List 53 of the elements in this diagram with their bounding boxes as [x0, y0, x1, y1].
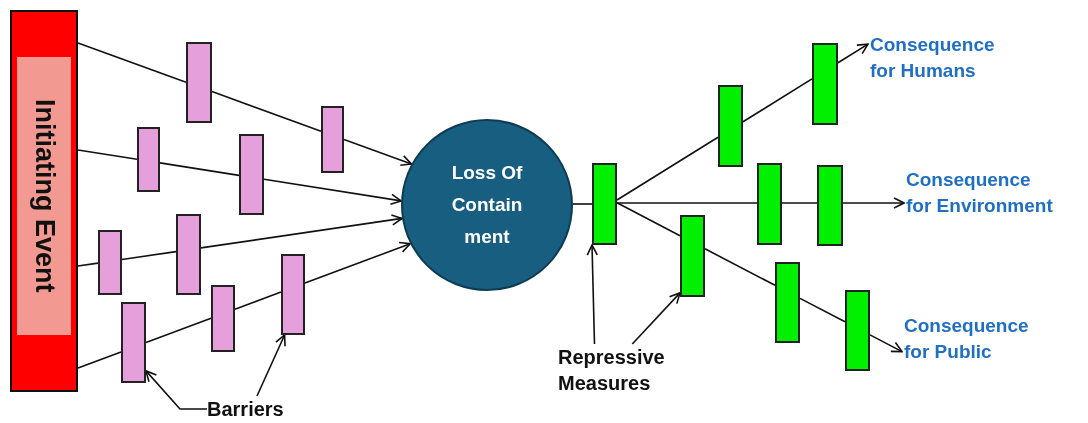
connector-line	[77, 42, 187, 83]
barrier-box	[137, 127, 160, 192]
arrow	[869, 334, 903, 353]
connector-line	[145, 317, 212, 344]
connector-line	[77, 262, 99, 267]
connector-line	[211, 90, 322, 132]
connector-line	[159, 162, 240, 177]
measure-box	[680, 215, 705, 297]
circle-label: Loss Of Contain ment	[450, 161, 524, 249]
connector-line	[742, 78, 813, 123]
consequence-label: Consequence for Humans	[870, 32, 1010, 84]
barrier-box	[321, 106, 344, 173]
arrow	[304, 241, 411, 284]
barrier-box	[176, 214, 201, 295]
connector-line	[234, 291, 282, 311]
measure-box	[817, 165, 843, 246]
barrier-box	[121, 302, 146, 383]
initiating-event-bar	[10, 10, 78, 392]
measure-box	[757, 163, 782, 245]
arrow	[842, 197, 905, 209]
connector-line	[121, 250, 177, 261]
connector-line	[781, 202, 818, 204]
leader-line	[631, 292, 681, 345]
barrier-box	[211, 285, 235, 352]
connector-line	[704, 248, 776, 287]
connector-line	[77, 351, 122, 369]
leader-line	[145, 370, 208, 410]
measure-box	[775, 262, 800, 343]
event-label: Initiating Event	[17, 57, 71, 335]
barrier-box	[281, 254, 305, 335]
connector-line	[616, 136, 719, 201]
arrow	[200, 214, 403, 249]
arrow	[263, 178, 402, 206]
barrier-box	[239, 134, 264, 215]
arrow	[837, 43, 869, 64]
measure-box	[812, 43, 838, 125]
arrow	[343, 138, 413, 167]
measure-box	[718, 85, 743, 167]
callout-label: Barriers	[207, 396, 307, 422]
callout-label: Repressive Measures	[558, 344, 693, 396]
consequence-label: Consequence for Environment	[906, 167, 1056, 219]
measure-box	[592, 163, 617, 245]
leader-line	[586, 244, 599, 345]
connector-line	[616, 202, 681, 237]
leader-line	[256, 334, 286, 397]
consequence-label: Consequence for Public	[904, 313, 1044, 365]
connector-line	[799, 297, 846, 323]
connector-line	[572, 203, 593, 205]
connector-line	[616, 202, 758, 204]
connector-line	[77, 149, 138, 161]
measure-box	[845, 290, 870, 371]
barrier-box	[186, 42, 212, 123]
barrier-box	[98, 230, 122, 295]
